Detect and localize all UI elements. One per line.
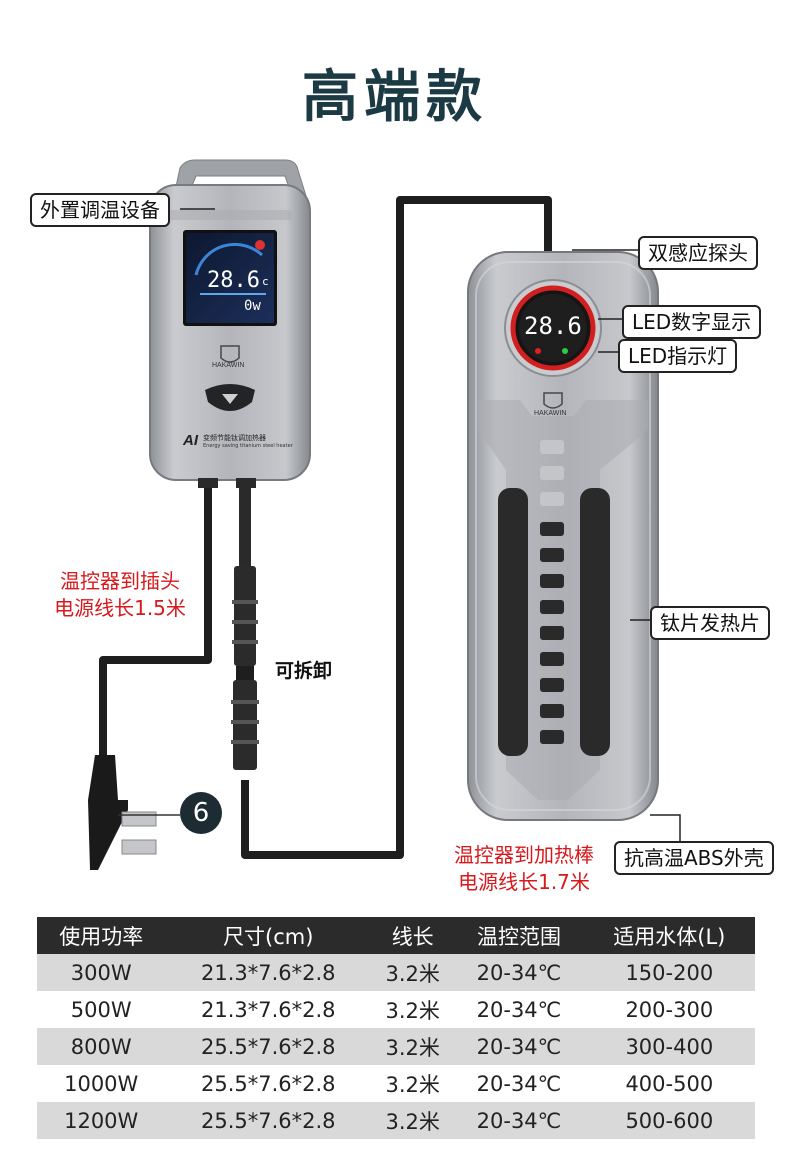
table-cell: 21.3*7.6*2.8 xyxy=(165,991,372,1028)
detachable-connector xyxy=(231,486,259,770)
table-cell: 150-200 xyxy=(583,954,755,991)
controller-power-readout: 0w xyxy=(244,298,261,314)
table-row: 1000W 25.5*7.6*2.8 3.2米 20-34℃ 400-500 xyxy=(37,1065,755,1102)
plug-cable-note: 温控器到插头 电源线长1.5米 xyxy=(40,568,200,622)
callout-titanium-plate: 钛片发热片 xyxy=(650,606,770,640)
header-water-volume: 适用水体(L) xyxy=(583,917,755,954)
heater-indicator-green xyxy=(562,348,568,354)
table-cell: 200-300 xyxy=(583,991,755,1028)
table-cell: 3.2米 xyxy=(371,1065,455,1102)
table-cell: 20-34℃ xyxy=(454,1028,584,1065)
heater-temp-readout: 28.6 xyxy=(524,312,582,340)
header-power: 使用功率 xyxy=(37,917,166,954)
header-size: 尺寸(cm) xyxy=(165,917,372,954)
table-row: 300W 21.3*7.6*2.8 3.2米 20-34℃ 150-200 xyxy=(37,954,755,991)
controller-device xyxy=(149,184,311,488)
table-cell: 25.5*7.6*2.8 xyxy=(165,1102,372,1139)
spec-table: 使用功率 尺寸(cm) 线长 温控范围 适用水体(L) 300W 21.3*7.… xyxy=(37,917,755,1139)
heater-device xyxy=(467,251,659,821)
plug-cable-line-1: 温控器到插头 xyxy=(60,569,180,593)
callout-dual-probe: 双感应探头 xyxy=(638,236,758,270)
table-cell: 20-34℃ xyxy=(454,991,584,1028)
controller-model-mark: AI xyxy=(183,432,198,449)
controller-temp-unit: c xyxy=(262,275,269,288)
controller-temp-readout: 28.6 xyxy=(207,268,260,293)
page-title: 高端款 xyxy=(302,65,488,130)
product-illustration xyxy=(88,159,681,870)
table-cell: 400-500 xyxy=(583,1065,755,1102)
table-cell: 20-34℃ xyxy=(454,954,584,991)
table-cell: 20-34℃ xyxy=(454,1065,584,1102)
callout-abs-shell: 抗高温ABS外壳 xyxy=(614,841,774,875)
callout-leaders xyxy=(180,208,681,842)
controller-brand: HAKAWIN xyxy=(212,362,245,369)
table-cell: 3.2米 xyxy=(371,954,455,991)
table-cell: 3.2米 xyxy=(371,991,455,1028)
table-cell: 21.3*7.6*2.8 xyxy=(165,954,372,991)
power-cables xyxy=(99,196,552,859)
table-cell: 20-34℃ xyxy=(454,1102,584,1139)
table-row: 500W 21.3*7.6*2.8 3.2米 20-34℃ 200-300 xyxy=(37,991,755,1028)
spec-table-header: 使用功率 尺寸(cm) 线长 温控范围 适用水体(L) xyxy=(37,917,755,954)
callout-controller: 外置调温设备 xyxy=(30,193,170,227)
table-cell: 500W xyxy=(37,991,166,1028)
header-temp-range: 温控范围 xyxy=(454,917,584,954)
callout-led-indicator: LED指示灯 xyxy=(618,339,738,373)
table-cell: 300-400 xyxy=(583,1028,755,1065)
controller-model-cn: 变频节能钛调加热器 xyxy=(203,434,266,442)
heater-cable-line-1: 温控器到加热棒 xyxy=(454,843,594,867)
controller-model-en: Energy saving titanium steel heater xyxy=(203,443,293,449)
table-cell: 800W xyxy=(37,1028,166,1065)
table-cell: 500-600 xyxy=(583,1102,755,1139)
heater-indicator-red xyxy=(535,348,541,354)
table-row: 800W 25.5*7.6*2.8 3.2米 20-34℃ 300-400 xyxy=(37,1028,755,1065)
callout-led-display: LED数字显示 xyxy=(622,305,762,339)
plug-badge: 6 xyxy=(180,792,222,834)
table-cell: 3.2米 xyxy=(371,1102,455,1139)
label-detachable: 可拆卸 xyxy=(275,660,333,682)
table-cell: 1000W xyxy=(37,1065,166,1102)
heater-brand: HAKAWIN xyxy=(534,410,567,417)
table-row: 1200W 25.5*7.6*2.8 3.2米 20-34℃ 500-600 xyxy=(37,1102,755,1139)
power-plug xyxy=(88,755,180,870)
table-cell: 25.5*7.6*2.8 xyxy=(165,1028,372,1065)
table-cell: 3.2米 xyxy=(371,1028,455,1065)
plug-cable-line-2: 电源线长1.5米 xyxy=(54,596,186,620)
table-cell: 300W xyxy=(37,954,166,991)
heater-cable-line-2: 电源线长1.7米 xyxy=(458,870,590,894)
table-cell: 25.5*7.6*2.8 xyxy=(165,1065,372,1102)
header-cable-length: 线长 xyxy=(371,917,455,954)
table-cell: 1200W xyxy=(37,1102,166,1139)
heater-cable-note: 温控器到加热棒 电源线长1.7米 xyxy=(436,842,612,896)
